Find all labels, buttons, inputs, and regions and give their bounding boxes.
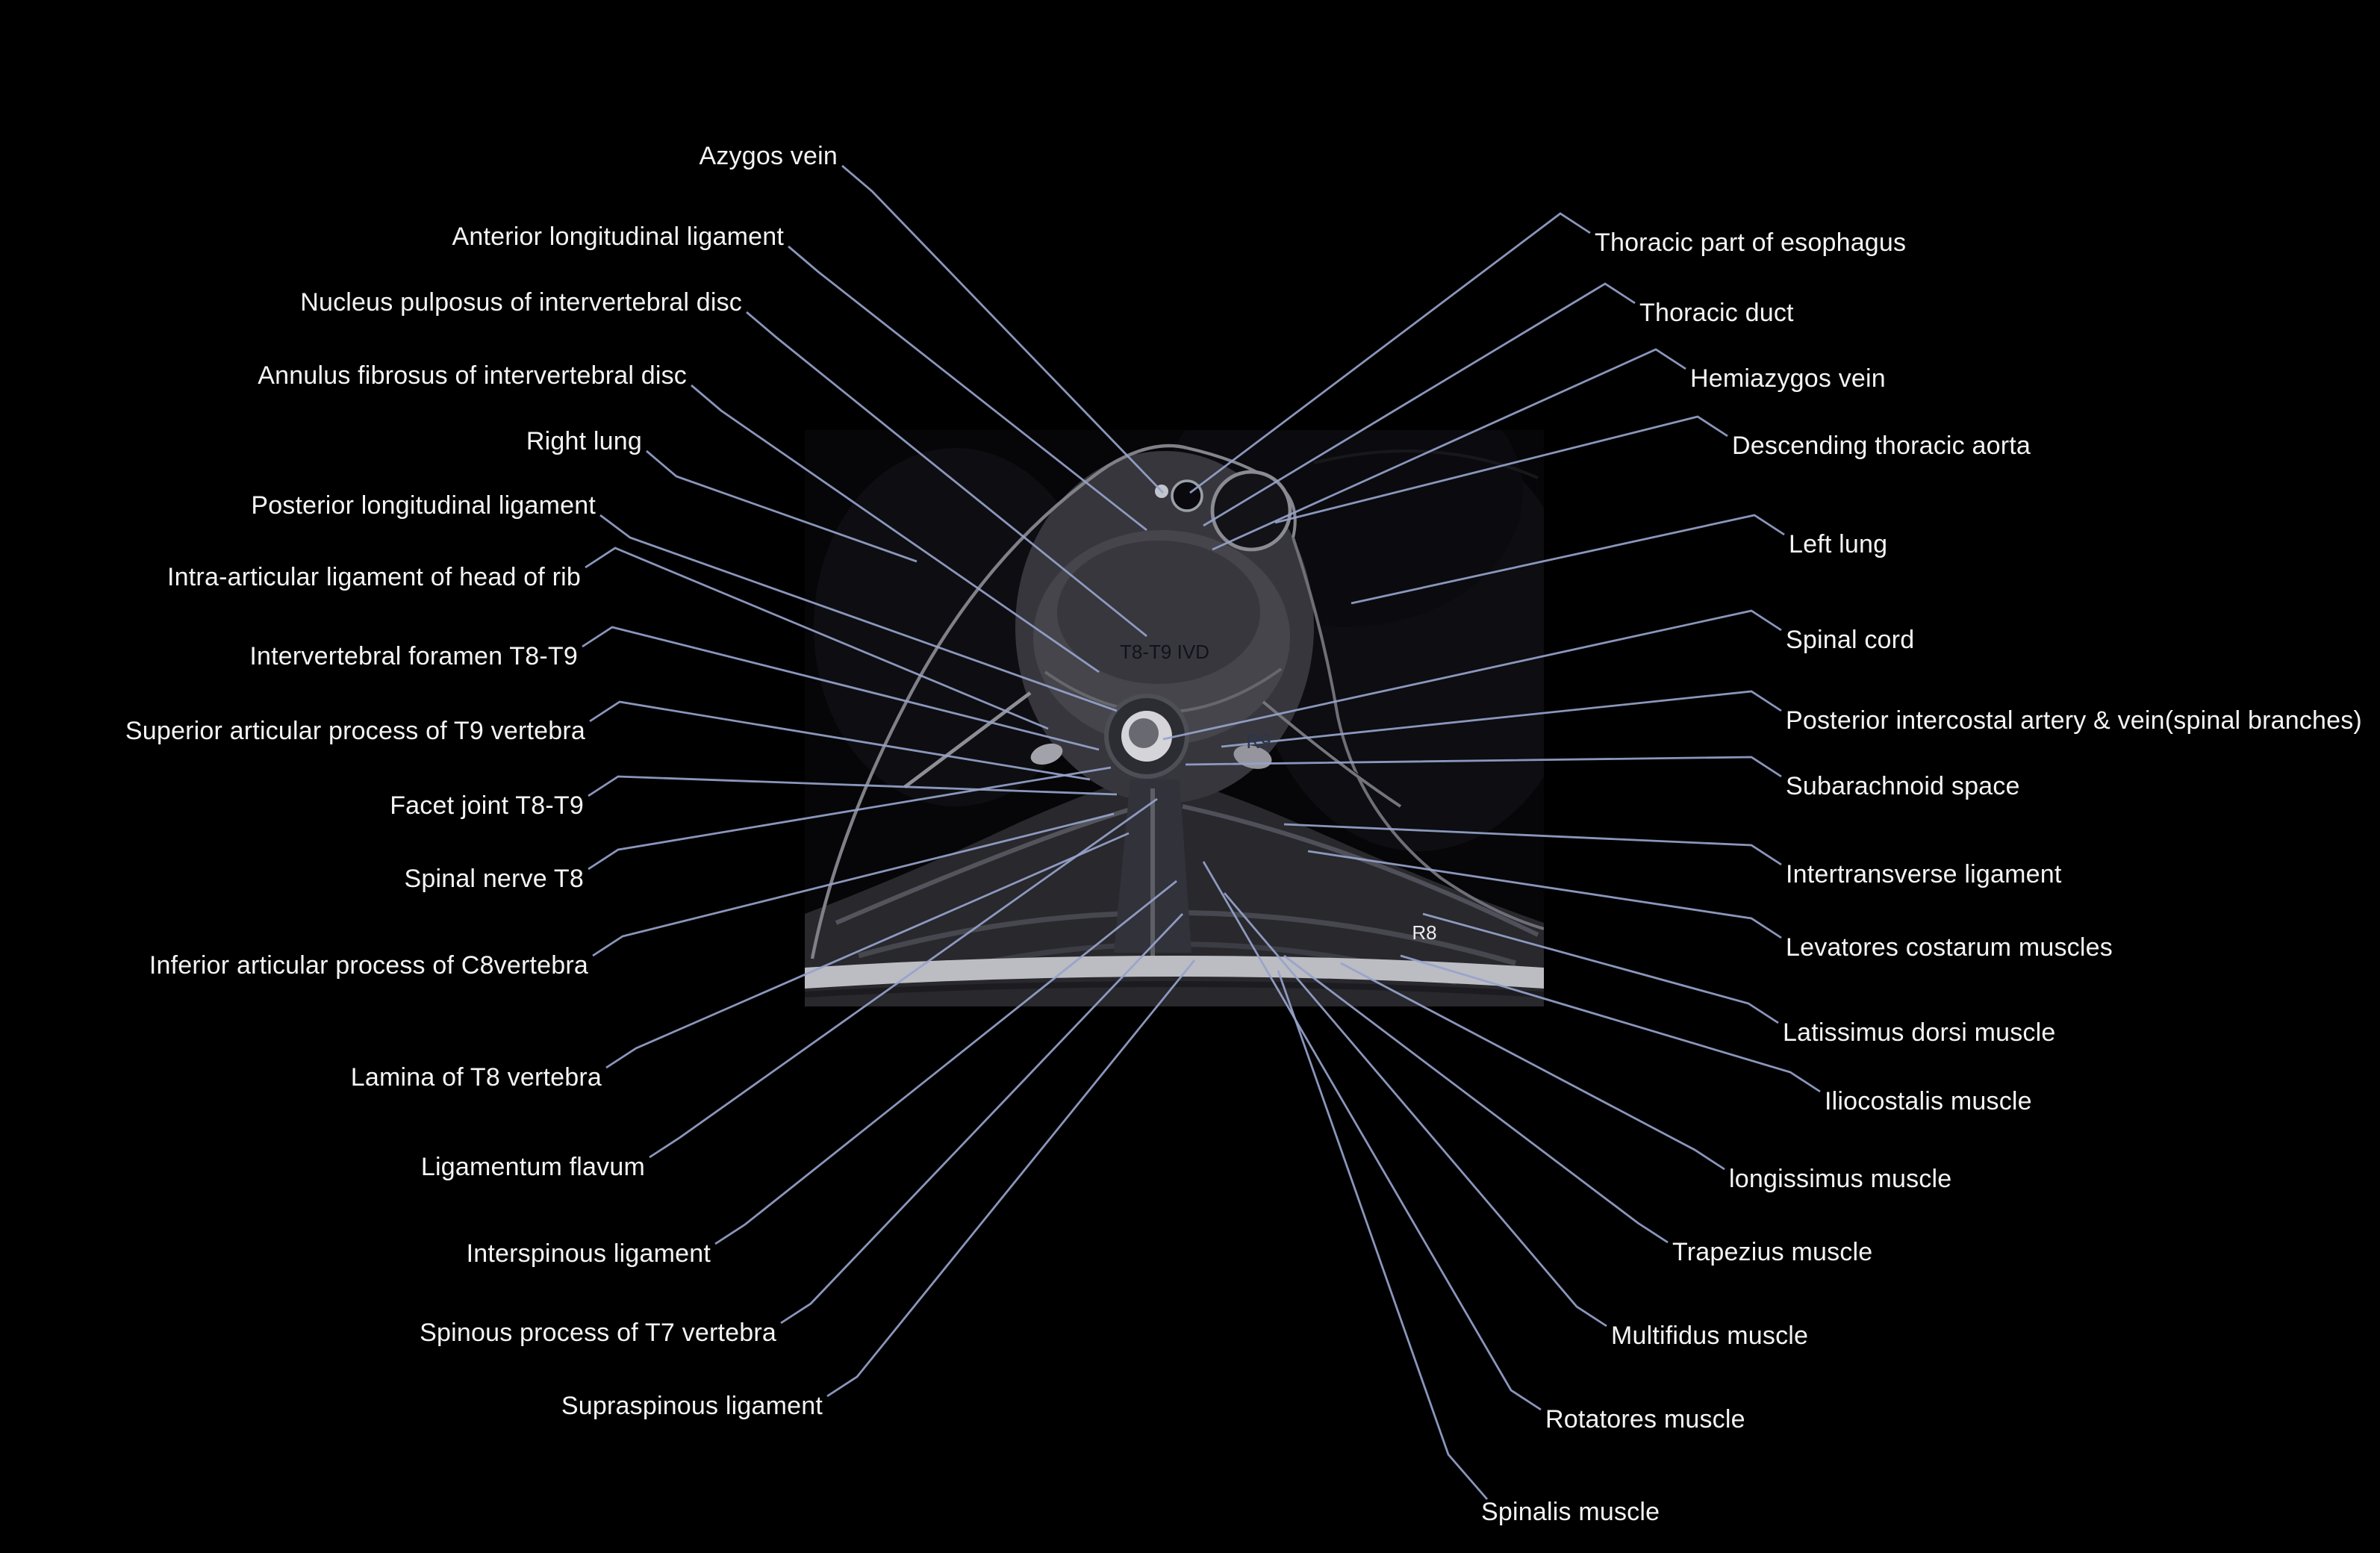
nucleus-pulposus-region: [1057, 541, 1260, 684]
label-intervertebral-foramen-t8-t9: Intervertebral foramen T8-T9: [249, 642, 578, 670]
label-spinous-process-of-t7-vertebra: Spinous process of T7 vertebra: [420, 1319, 776, 1347]
label-left-lung: Left lung: [1789, 530, 1888, 558]
leader-line: [588, 766, 1112, 871]
label-right-lung: Right lung: [526, 427, 642, 455]
label-anterior-longitudinal-ligament: Anterior longitudinal ligament: [452, 222, 784, 251]
label-latissimus-dorsi-muscle: Latissimus dorsi muscle: [1783, 1018, 2056, 1047]
mri-annotation-t8-t9-ivd: T8-T9 IVD: [1120, 641, 1209, 663]
label-levatores-costarum-muscles: Levatores costarum muscles: [1786, 933, 2113, 962]
label-multifidus-muscle: Multifidus muscle: [1611, 1322, 1809, 1350]
muscle-streak: [1182, 804, 1539, 937]
mri-annotation-r8: R8: [1412, 921, 1436, 944]
label-nucleus-pulposus-of-intervertebral-disc: Nucleus pulposus of intervertebral disc: [300, 288, 742, 317]
leader-line: [1223, 892, 1607, 1328]
mri-annotation-r9: R9: [1246, 730, 1271, 753]
leader-line: [1307, 850, 1782, 939]
paravertebral-line-right: [903, 691, 1032, 788]
label-posterior-longitudinal-ligament: Posterior longitudinal ligament: [251, 491, 596, 520]
label-azygos-vein: Azygos vein: [699, 142, 838, 170]
leader-line: [649, 797, 1158, 1159]
label-spinalis-muscle: Spinalis muscle: [1481, 1498, 1660, 1526]
leader-line: [780, 913, 1184, 1325]
label-posterior-intercostal-artery-vein-spinal-branches: Posterior intercostal artery & vein(spin…: [1786, 706, 2362, 735]
label-spinal-cord: Spinal cord: [1786, 626, 1915, 654]
label-annulus-fibrosus-of-intervertebral-disc: Annulus fibrosus of intervertebral disc: [258, 361, 687, 390]
leader-line: [1274, 415, 1728, 524]
label-inferior-articular-process-of-c8vertebra: Inferior articular process of C8vertebra: [149, 951, 588, 980]
leader-line: [592, 812, 1115, 957]
leader-line: [1203, 282, 1636, 527]
label-interspinous-ligament: Interspinous ligament: [466, 1239, 711, 1268]
leader-line: [1400, 954, 1821, 1093]
leader-line: [826, 959, 1196, 1398]
leader-line: [1189, 212, 1591, 494]
leader-line: [1221, 690, 1782, 748]
skin-line: [805, 981, 1544, 998]
leader-line: [788, 245, 1147, 532]
leader-line: [588, 775, 1118, 797]
label-lamina-of-t8-vertebra: Lamina of T8 vertebra: [350, 1063, 602, 1092]
leader-line: [1212, 348, 1686, 551]
leader-line: [1202, 861, 1542, 1411]
label-rotatores-muscle: Rotatores muscle: [1545, 1405, 1745, 1434]
leader-line: [1283, 823, 1782, 866]
spinal-cord: [1129, 718, 1159, 748]
right-lung-field: [814, 448, 1097, 806]
leader-line: [1283, 954, 1669, 1244]
label-intertransverse-ligament: Intertransverse ligament: [1786, 860, 2062, 888]
label-supraspinous-ligament: Supraspinous ligament: [561, 1392, 823, 1420]
leader-line: [1351, 514, 1785, 605]
leader-line: [746, 311, 1147, 638]
leader-line: [1162, 609, 1782, 741]
leader-line: [714, 880, 1177, 1245]
label-iliocostalis-muscle: Iliocostalis muscle: [1825, 1087, 2032, 1115]
label-ligamentum-flavum: Ligamentum flavum: [420, 1153, 645, 1181]
leader-line: [599, 514, 1118, 712]
leader-line: [1185, 756, 1782, 778]
chest-wall-left: [1292, 537, 1544, 930]
esophagus: [1171, 479, 1203, 512]
label-intra-articular-ligament-of-head-of-rib: Intra-articular ligament of head of rib: [167, 563, 581, 591]
leader-line: [646, 449, 918, 563]
leader-line: [1277, 970, 1489, 1500]
subcutaneous-fat-band: [805, 956, 1544, 989]
leader-line: [691, 384, 1100, 673]
label-hemiazygos-vein: Hemiazygos vein: [1690, 364, 1886, 393]
label-subarachnoid-space: Subarachnoid space: [1786, 772, 2020, 800]
leader-line: [841, 164, 1165, 494]
leader-line: [585, 547, 1049, 730]
label-spinal-nerve-t8: Spinal nerve T8: [404, 865, 584, 893]
label-thoracic-duct: Thoracic duct: [1639, 299, 1794, 327]
leader-line: [1422, 912, 1779, 1024]
aorta: [1210, 470, 1292, 552]
label-trapezius-muscle: Trapezius muscle: [1672, 1238, 1873, 1266]
label-descending-thoracic-aorta: Descending thoracic aorta: [1732, 432, 2031, 460]
leader-line: [1340, 962, 1725, 1171]
leader-line: [582, 626, 1100, 751]
leader-line: [605, 832, 1130, 1069]
label-superior-articular-process-of-t9-vertebra: Superior articular process of T9 vertebr…: [125, 717, 585, 745]
rib-head-right: [1030, 743, 1063, 765]
label-facet-joint-t8-t9: Facet joint T8-T9: [390, 791, 584, 820]
label-longissimus-muscle: longissimus muscle: [1729, 1165, 1952, 1193]
leader-line: [589, 700, 1091, 781]
label-thoracic-part-of-esophagus: Thoracic part of esophagus: [1595, 228, 1907, 257]
leader-lines-layer: [582, 164, 1821, 1500]
